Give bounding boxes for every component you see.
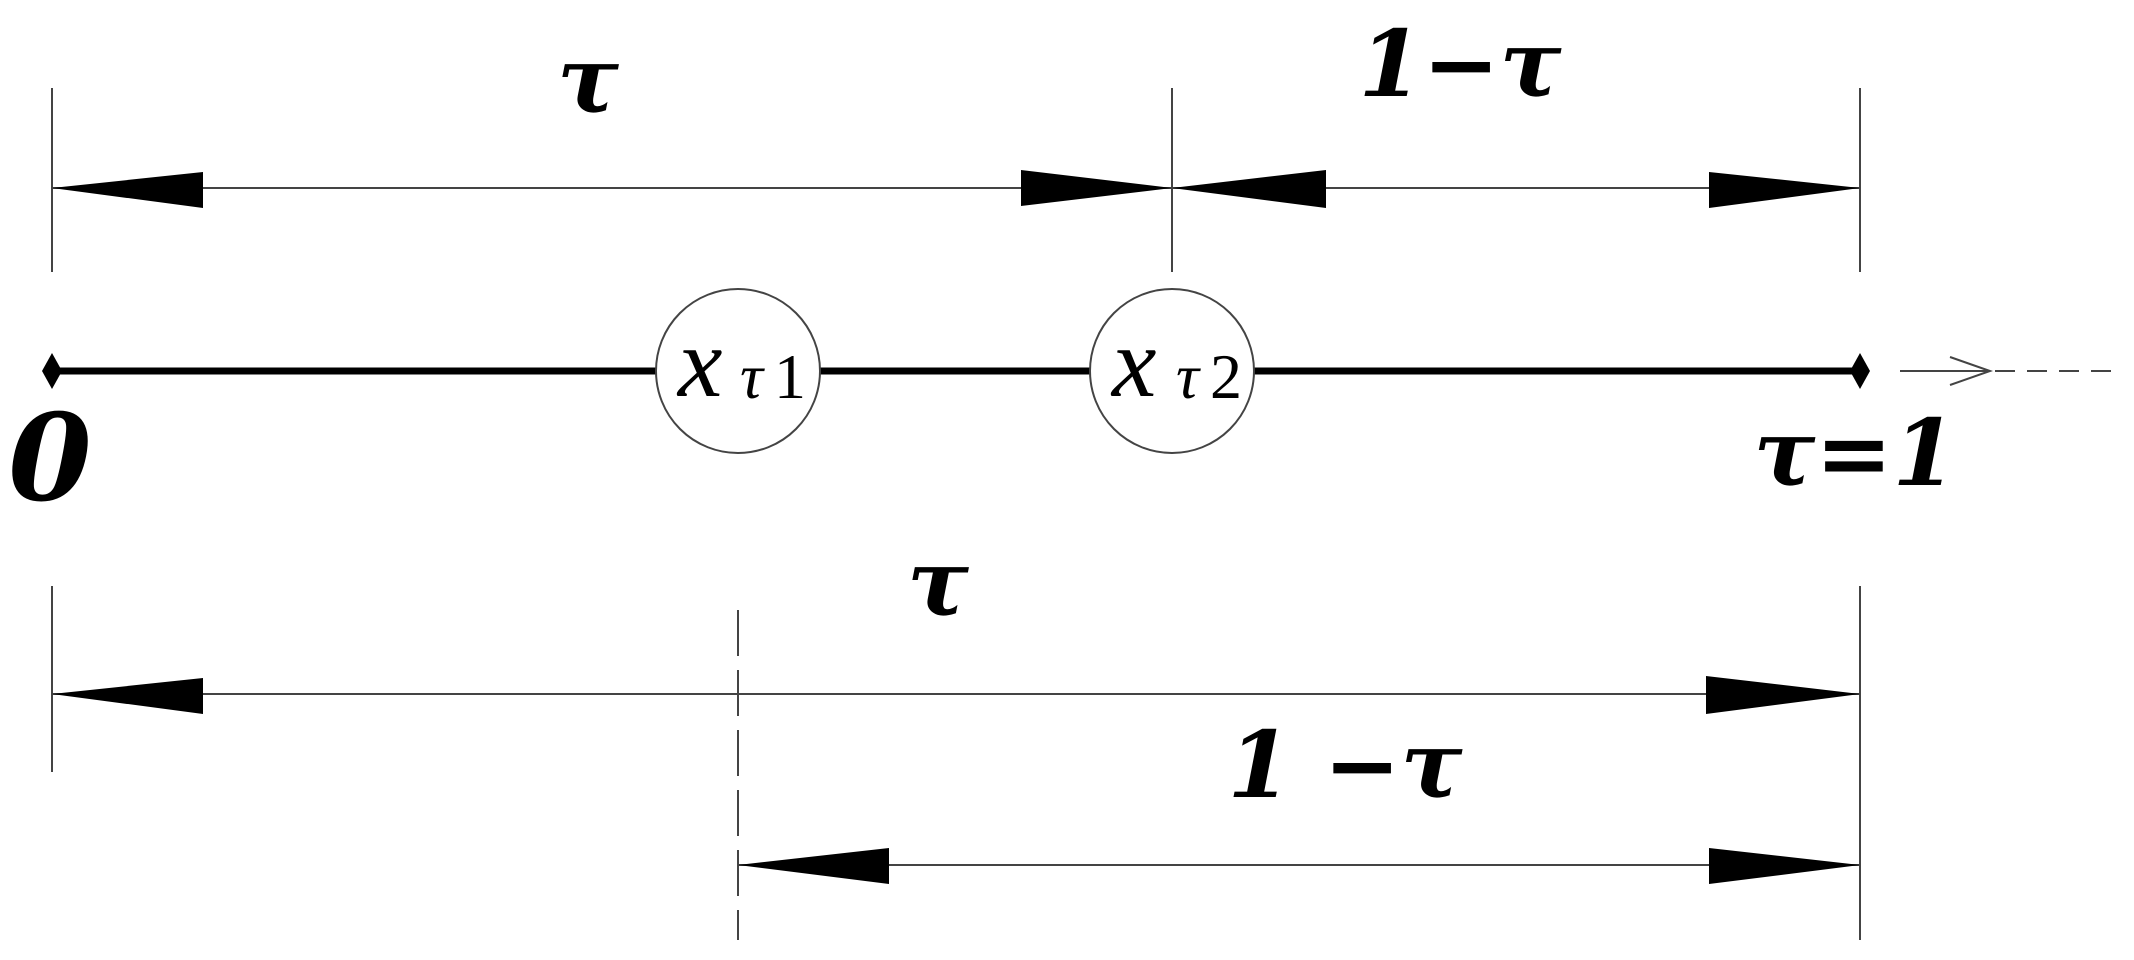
top-dimension-group: τ 1−τ xyxy=(51,10,1861,272)
node-label-x-tau-2: x τ 2 xyxy=(1110,307,1242,418)
top-right-arrowhead-end xyxy=(1709,172,1860,208)
top-right-dimension-label: 1−τ xyxy=(1358,10,1561,118)
top-left-arrowhead-start xyxy=(52,172,203,208)
node-2-subscript-symbol: τ xyxy=(1176,341,1201,412)
node-1-subscript-symbol: τ xyxy=(740,341,765,412)
top-left-dimension-label: τ xyxy=(557,26,619,134)
bottom-dimension-group: τ 1 −τ xyxy=(51,529,1861,940)
bottom-long-arrowhead-end xyxy=(1706,676,1860,714)
node-1-main-symbol: x xyxy=(676,307,722,418)
top-right-arrowhead-start xyxy=(1172,170,1326,208)
bottom-long-arrowhead-start xyxy=(52,678,203,714)
node-2-subscript-number: 2 xyxy=(1210,341,1242,412)
bottom-short-dimension-label: 1 −τ xyxy=(1227,711,1462,819)
node-1-subscript-number: 1 xyxy=(774,341,806,412)
node-circle-x-tau-2 xyxy=(1089,288,1255,454)
node-2-main-symbol: x xyxy=(1110,307,1156,418)
axis-end-marker xyxy=(1850,353,1870,389)
main-axis-group: x τ 1 x τ 2 0 τ=1 xyxy=(8,288,2115,529)
axis-start-marker xyxy=(42,353,62,389)
axis-start-label: 0 xyxy=(8,388,92,529)
node-label-x-tau-1: x τ 1 xyxy=(676,307,806,418)
bottom-short-arrowhead-end xyxy=(1709,848,1860,884)
axis-end-label: τ=1 xyxy=(1753,399,1956,507)
node-circle-x-tau-1 xyxy=(655,288,821,454)
bottom-short-arrowhead-start xyxy=(738,848,889,884)
bottom-long-dimension-label: τ xyxy=(907,529,969,637)
top-left-arrowhead-end xyxy=(1021,170,1172,206)
